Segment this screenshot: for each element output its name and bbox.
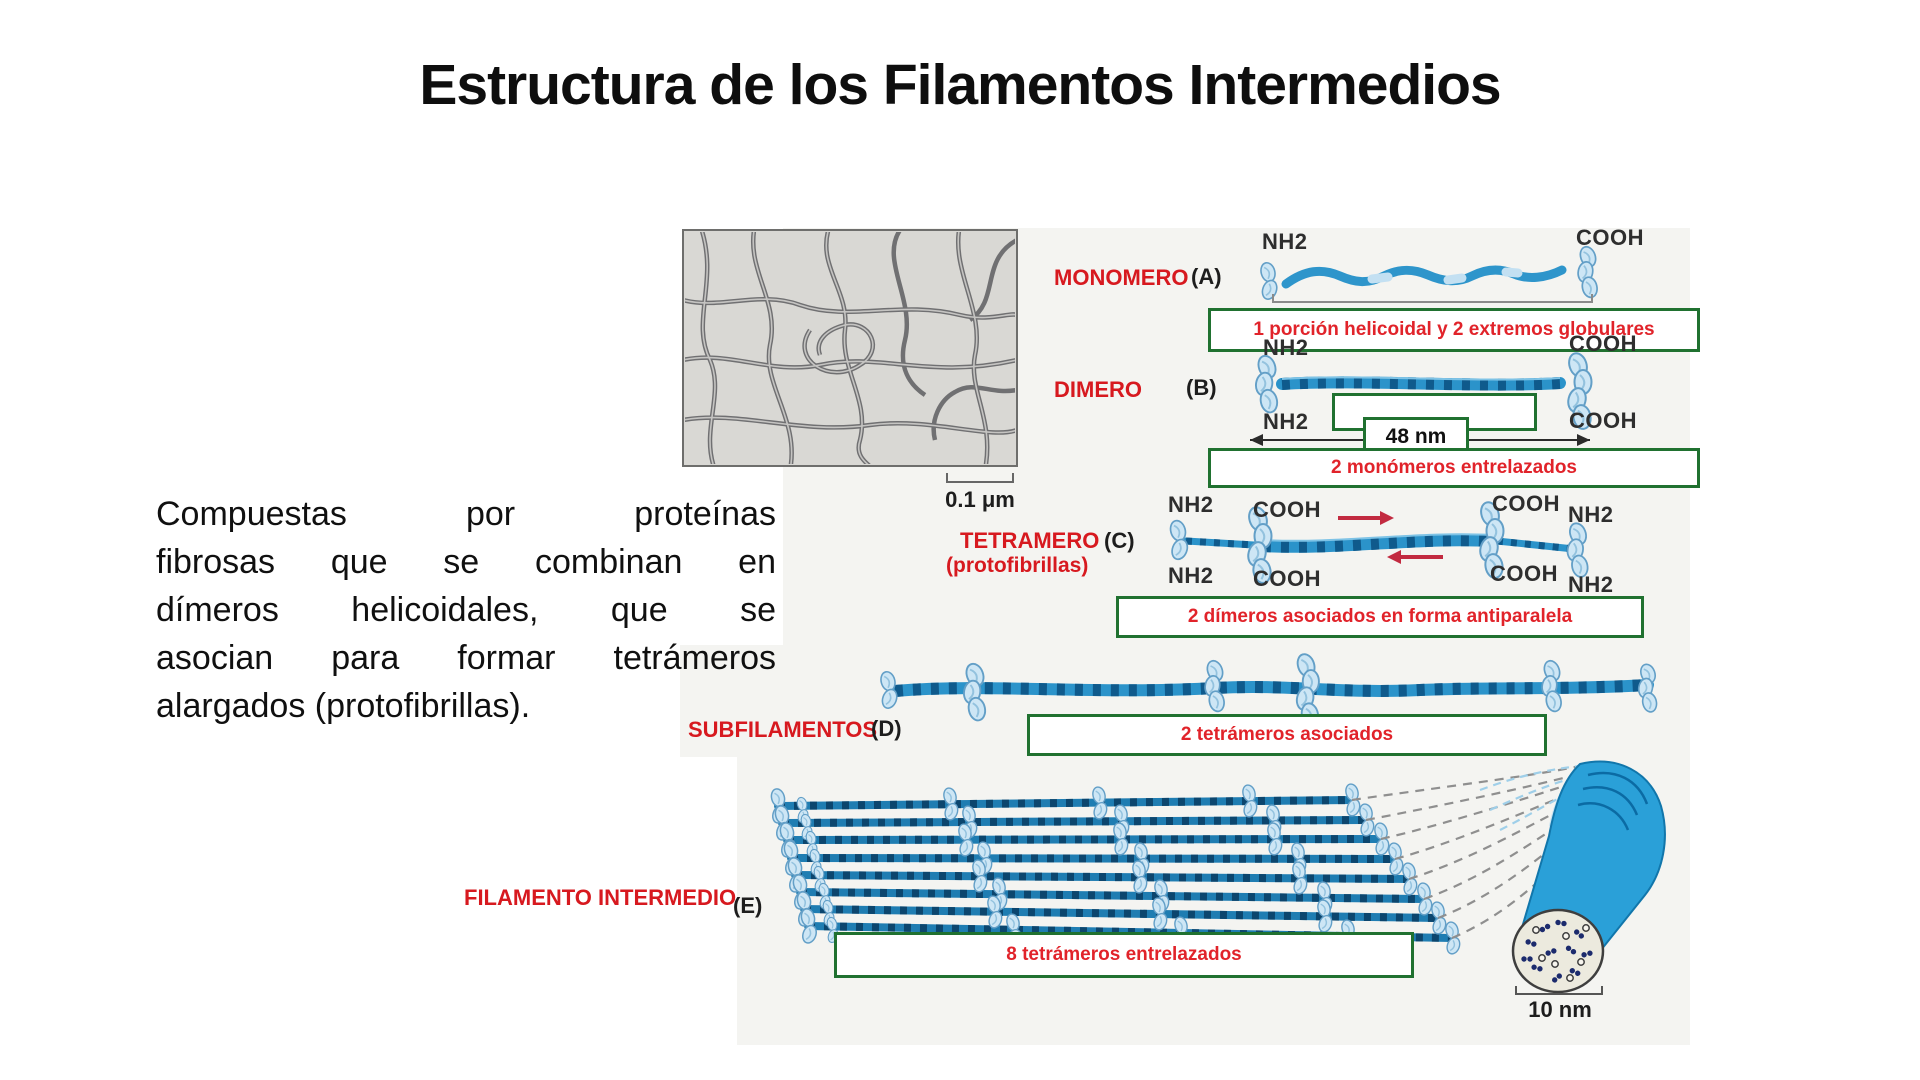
caption-box-dimero: 2 monómeros entrelazados	[1208, 448, 1700, 488]
filament-cylinder	[1511, 760, 1666, 995]
nh2-label: NH2	[1263, 409, 1309, 434]
row-label-filamento-intermedio: FILAMENTO INTERMEDIO	[464, 885, 737, 910]
row-letter-d: (D)	[871, 716, 902, 741]
paragraph-line: alargados (protofibrillas).	[156, 687, 531, 725]
nh2-label: NH2	[1568, 502, 1614, 527]
nh2-label: NH2	[1262, 229, 1308, 254]
row-label-dimero: DIMERO	[1054, 377, 1142, 402]
row-label-subfilamentos: SUBFILAMENTOS	[688, 717, 878, 742]
caption-text-monomero: 1 porción helicoidal y 2 extremos globul…	[1253, 319, 1655, 340]
cooh-label: COOH	[1492, 491, 1560, 516]
tetramer-drawing	[1168, 500, 1589, 584]
nh2-label: NH2	[1168, 492, 1214, 517]
cooh-label: COOH	[1576, 225, 1644, 250]
measure-48nm-text: 48 nm	[1385, 425, 1447, 448]
subfilament-drawing	[879, 652, 1658, 727]
row-letter-e: (E)	[733, 893, 763, 918]
cooh-label: COOH	[1253, 497, 1321, 522]
row-sublabel-protofibrillas: (protofibrillas)	[946, 554, 1089, 577]
scale-label-10nm: 10 nm	[1528, 997, 1592, 1022]
cooh-label: COOH	[1490, 561, 1558, 586]
row-label-tetramero: TETRAMERO	[960, 528, 1100, 553]
nh2-label: NH2	[1263, 335, 1309, 360]
scale-bracket-10nm	[1515, 986, 1603, 995]
nh2-label: NH2	[1568, 572, 1614, 597]
paragraph-line: Compuestas por proteínas	[156, 495, 776, 533]
cooh-label: COOH	[1253, 566, 1321, 591]
caption-box-filamento: 8 tetrámeros entrelazados	[834, 932, 1414, 978]
cylinder-cross-section	[1511, 908, 1605, 994]
caption-box-monomero: 1 porción helicoidal y 2 extremos globul…	[1208, 308, 1700, 352]
antiparallel-arrow-left	[1387, 550, 1443, 564]
cooh-label: COOH	[1569, 331, 1637, 356]
caption-box-tetramero: 2 dímeros asociados en forma antiparalel…	[1116, 596, 1644, 638]
nh2-label: NH2	[1168, 563, 1214, 588]
page-title: Estructura de los Filamentos Intermedios	[419, 53, 1501, 117]
row-letter-c: (C)	[1104, 528, 1135, 553]
monomer-drawing	[1259, 245, 1599, 303]
filament-sheet-drawing	[770, 783, 1462, 956]
scale-label-01um: 0.1 μm	[945, 487, 1015, 512]
cooh-label: COOH	[1569, 408, 1637, 433]
caption-box-subfilamentos: 2 tetrámeros asociados	[1027, 714, 1547, 756]
paragraph-line: dímeros helicoidales, que se	[156, 591, 776, 629]
caption-text-dimero: 2 monómeros entrelazados	[1330, 457, 1578, 478]
caption-text-filamento: 8 tetrámeros entrelazados	[1006, 944, 1242, 965]
dimer-drawing	[1254, 351, 1592, 430]
caption-text-subfilamentos: 2 tetrámeros asociados	[1180, 724, 1394, 745]
helix-bracket	[1272, 294, 1593, 303]
caption-text-tetramero: 2 dímeros asociados en forma antiparalel…	[1187, 606, 1573, 627]
paragraph-line: asocian para formar tetrámeros	[156, 639, 776, 677]
row-letter-a: (A)	[1191, 264, 1222, 289]
paragraph-line: fibrosas que se combinan en	[156, 543, 776, 581]
em-micrograph	[682, 229, 1018, 483]
row-label-monomero: MONOMERO	[1054, 265, 1189, 290]
intro-paragraph: Compuestas por proteínas fibrosas que se…	[156, 490, 776, 730]
row-letter-b: (B)	[1186, 375, 1217, 400]
scale-bracket-01um	[946, 473, 1014, 483]
antiparallel-arrow-right	[1338, 511, 1394, 525]
